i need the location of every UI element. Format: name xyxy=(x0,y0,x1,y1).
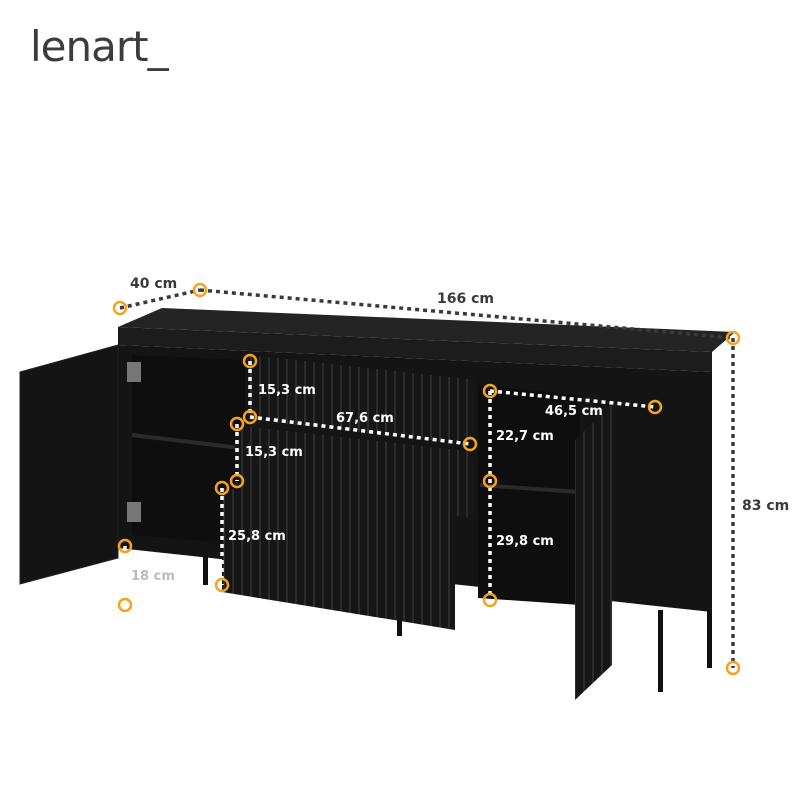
left-interior xyxy=(132,355,245,545)
depth-line xyxy=(119,288,201,310)
shelf-depth-line xyxy=(489,389,656,409)
hinge-icon xyxy=(127,502,141,522)
marker-dot xyxy=(482,473,498,489)
marker-dot xyxy=(117,538,133,554)
left-door xyxy=(19,344,119,585)
marker-dot xyxy=(192,282,208,298)
marker-dot xyxy=(242,409,258,425)
drawer-width-label: 67,6 cm xyxy=(336,411,394,426)
drawer-bottom xyxy=(222,488,455,630)
marker-dot xyxy=(214,577,230,593)
marker-dot xyxy=(117,597,133,613)
hinge-icon xyxy=(127,362,141,382)
top-drawer-label: 15,3 cm xyxy=(258,383,316,398)
depth-label: 40 cm xyxy=(130,276,177,292)
bottom-drawer-label: 25,8 cm xyxy=(228,529,286,544)
marker-dot xyxy=(725,330,741,346)
cabinet-top-edge xyxy=(118,327,712,372)
upper-compartment-label: 22,7 cm xyxy=(496,429,554,444)
marker-dot xyxy=(647,399,663,415)
width-line xyxy=(199,288,734,340)
marker-dot xyxy=(229,416,245,432)
cabinet-top xyxy=(118,308,735,352)
drawer-middle xyxy=(235,425,475,518)
marker-dot xyxy=(462,436,478,452)
shelf-depth-label: 46,5 cm xyxy=(545,404,603,419)
drawer-width-line xyxy=(249,415,471,446)
left-shelf xyxy=(131,433,241,450)
dimension-markers xyxy=(112,282,741,676)
marker-dot xyxy=(482,592,498,608)
right-interior xyxy=(478,385,580,605)
marker-dot xyxy=(112,300,128,316)
right-shelf xyxy=(479,483,579,494)
height-label: 83 cm xyxy=(742,498,789,514)
marker-dot xyxy=(214,480,230,496)
marker-dot xyxy=(242,353,258,369)
marker-dot xyxy=(482,383,498,399)
width-label: 166 cm xyxy=(437,291,494,307)
drawer-top xyxy=(248,355,475,445)
marker-dot xyxy=(725,660,741,676)
right-door xyxy=(575,405,612,700)
leg-height-label: 18 cm xyxy=(131,569,175,584)
marker-dot xyxy=(229,473,245,489)
lenart-logo: lenart_ xyxy=(30,22,169,71)
lower-compartment-label: 29,8 cm xyxy=(496,534,554,549)
middle-drawer-label: 15,3 cm xyxy=(245,445,303,460)
